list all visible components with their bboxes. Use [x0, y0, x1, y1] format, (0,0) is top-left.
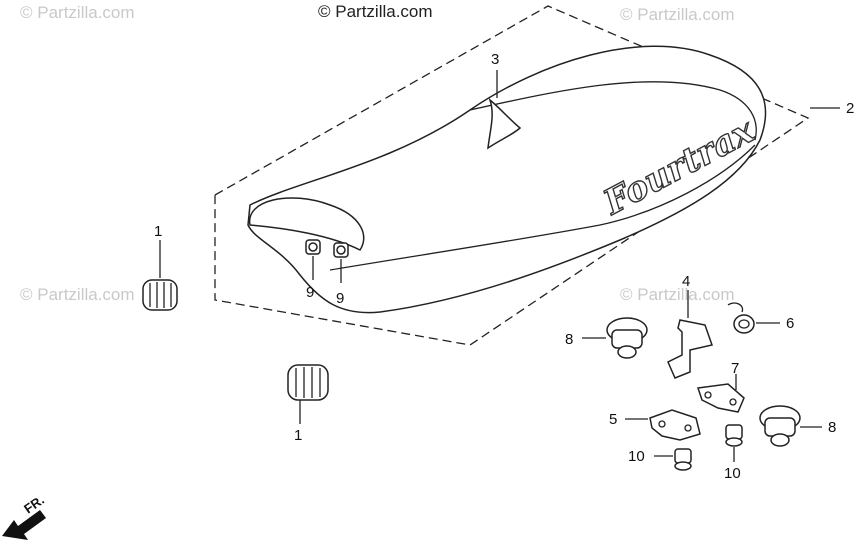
- callout-collar-lower: 1: [294, 427, 302, 444]
- callout-part-3: 3: [491, 51, 499, 68]
- seat-cutout: [487, 97, 522, 150]
- callout-nut-9-left: 9: [306, 284, 314, 301]
- front-direction-arrow-icon: [2, 510, 46, 540]
- watermark-left: © Partzilla.com: [20, 285, 135, 304]
- nut-10-left: [674, 448, 692, 471]
- callout-plate-7: 7: [731, 360, 739, 377]
- collar-lower: [287, 364, 329, 401]
- callout-stopper-left: 8: [565, 331, 573, 348]
- callout-nut-10-left: 10: [628, 448, 645, 465]
- callout-nut-9-right: 9: [336, 290, 344, 307]
- watermark-top: © Partzilla.com: [318, 2, 433, 21]
- collar-upper: [142, 279, 178, 311]
- callout-seat: 2: [846, 100, 854, 117]
- seat-side-edge: [329, 144, 756, 271]
- bracket-4: [667, 319, 713, 379]
- seat-top-edge: [469, 81, 757, 141]
- seat-rear-hump: [249, 197, 365, 251]
- callout-bracket-4: 4: [682, 273, 690, 290]
- stopper-right: [759, 405, 801, 447]
- plate-5: [649, 409, 701, 441]
- watermark-right: © Partzilla.com: [620, 285, 735, 304]
- callout-nut-10-right: 10: [724, 465, 741, 482]
- watermark-top-left: © Partzilla.com: [20, 3, 135, 22]
- callout-collar-upper: 1: [154, 223, 162, 240]
- nut-9-left: [305, 239, 321, 255]
- nut-9-right: [333, 242, 349, 258]
- front-direction-label: FR.: [21, 492, 47, 516]
- plate-7: [697, 383, 745, 413]
- spring-6: [727, 302, 755, 334]
- callout-plate-5: 5: [609, 411, 617, 428]
- stopper-left: [606, 317, 648, 359]
- callout-stopper-right: 8: [828, 419, 836, 436]
- nut-10-right: [725, 424, 743, 447]
- watermark-top-right: © Partzilla.com: [620, 5, 735, 24]
- callout-spring-6: 6: [786, 315, 794, 332]
